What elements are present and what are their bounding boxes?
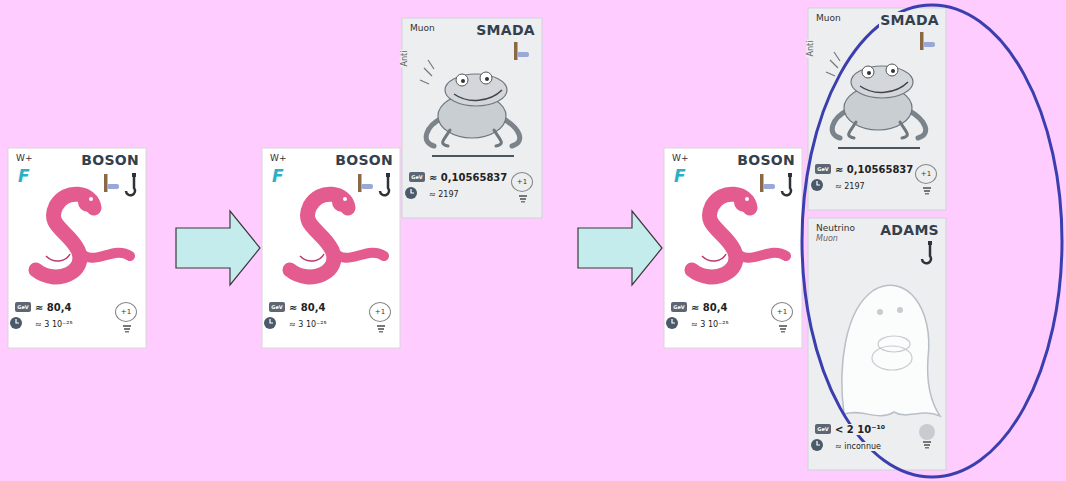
mass-value: ≈ 80,4 — [288, 302, 327, 314]
bonus-bulb: +1 — [115, 302, 137, 322]
particle-family: Neutrino — [815, 223, 856, 233]
particle-card: W+ BOSON F GeV≈ 80,4 ≈ 3 10⁻²⁵ +1 — [8, 148, 146, 348]
particle-card: MuonAnti SMADA GeV≈ 0,10565837 ≈ 2197 +1 — [808, 8, 946, 210]
particle-family: Muon — [409, 23, 436, 33]
block-arrow — [176, 211, 260, 285]
card-name: SMADA — [475, 22, 536, 38]
anti-tag: Anti — [400, 50, 409, 68]
lifetime-value: ≈ 3 10⁻²⁵ — [288, 320, 328, 329]
mass-unit-icon: GeV — [815, 164, 831, 174]
mass-unit-icon: GeV — [671, 302, 687, 312]
card-name: BOSON — [736, 152, 796, 168]
force-letter: F — [271, 167, 285, 187]
force-letter: F — [673, 167, 687, 187]
particle-card: W+ BOSON F GeV≈ 80,4 ≈ 3 10⁻²⁵ +1 — [262, 148, 400, 348]
card-name: SMADA — [879, 12, 940, 28]
particle-family: Muon — [815, 13, 842, 23]
particle-family: W+ — [269, 153, 287, 163]
mass-unit-icon: GeV — [269, 302, 285, 312]
bonus-bulb: +1 — [511, 172, 533, 192]
particle-card: W+ BOSON F GeV≈ 80,4 ≈ 3 10⁻²⁵ +1 — [664, 148, 802, 348]
block-arrow — [578, 211, 662, 285]
lifetime-value: ≈ 3 10⁻²⁵ — [34, 320, 74, 329]
bonus-bulb: +1 — [771, 302, 793, 322]
lifetime-value: ≈ 2197 — [428, 190, 460, 199]
mass-value: ≈ 80,4 — [690, 302, 729, 314]
mass-value: ≈ 0,10565837 — [834, 164, 914, 176]
mass-unit-icon: GeV — [409, 172, 425, 182]
particle-card: MuonAnti SMADA GeV≈ 0,10565837 ≈ 2197 +1 — [402, 18, 542, 218]
bonus-bulb: +1 — [369, 302, 391, 322]
lifetime-value: ≈ 2197 — [834, 182, 866, 191]
card-name: ADAMS — [879, 222, 940, 238]
particle-family: W+ — [15, 153, 33, 163]
mass-value: ≈ 80,4 — [34, 302, 73, 314]
mass-value: < 2 10⁻¹⁰ — [834, 424, 886, 436]
particle-card: NeutrinoMuon ADAMS GeV< 2 10⁻¹⁰ ≈ inconnue — [808, 218, 946, 470]
mass-unit-icon: GeV — [815, 424, 831, 434]
particle-subfamily: Muon — [815, 234, 839, 243]
card-name: BOSON — [334, 152, 394, 168]
force-letter: F — [17, 167, 31, 187]
anti-tag: Anti — [806, 40, 815, 58]
lifetime-value: ≈ 3 10⁻²⁵ — [690, 320, 730, 329]
card-name: BOSON — [80, 152, 140, 168]
particle-family: W+ — [671, 153, 689, 163]
bonus-bulb: +1 — [915, 164, 937, 184]
lifetime-value: ≈ inconnue — [834, 442, 882, 451]
mass-value: ≈ 0,10565837 — [428, 172, 508, 184]
mass-unit-icon: GeV — [15, 302, 31, 312]
